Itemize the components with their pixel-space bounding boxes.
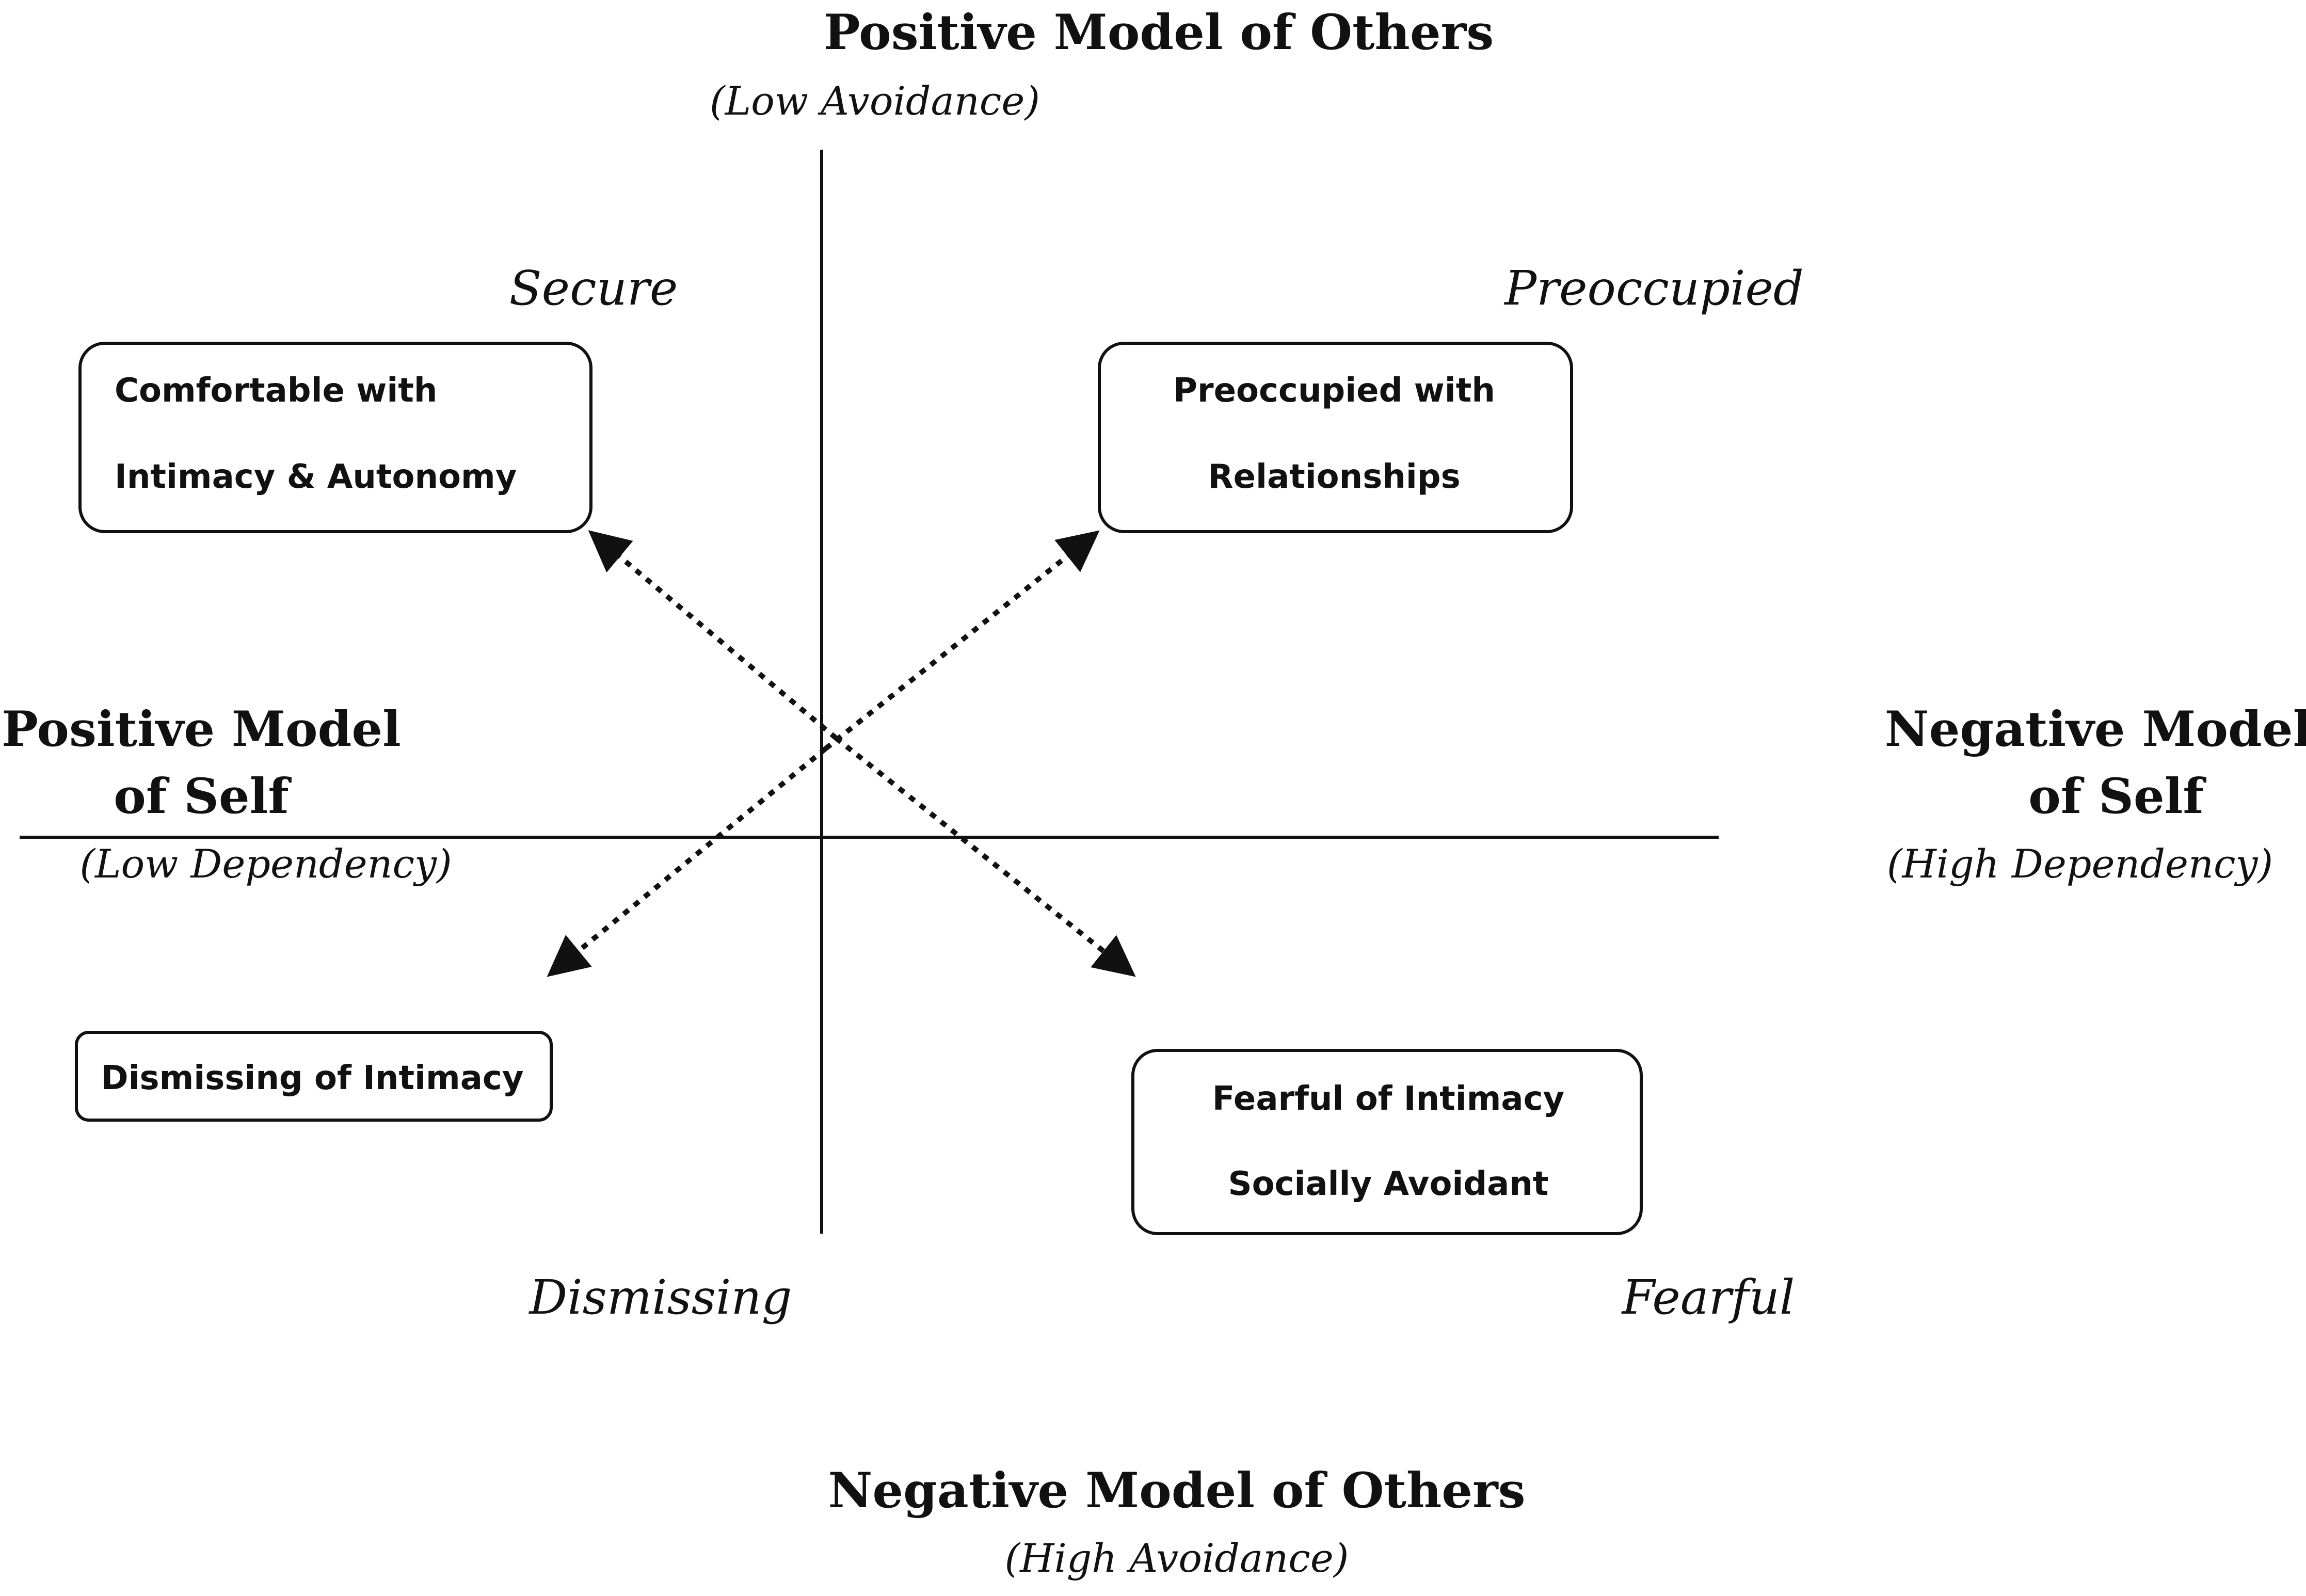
dismissing-box: Dismissing of Intimacy <box>75 1031 553 1122</box>
left-axis-subtitle: (Low Dependency) <box>79 841 452 887</box>
fearful-box-line1: Fearful of Intimacy <box>1212 1080 1564 1118</box>
left-axis-title-line2: of Self <box>114 768 292 825</box>
right-axis-subtitle: (High Dependency) <box>1887 841 2273 887</box>
preoccupied-box: Preoccupied with Relationships <box>1098 342 1573 533</box>
quadrant-label-dismissing: Dismissing <box>528 1270 792 1325</box>
arrow-fearful <box>834 736 1136 977</box>
dismissing-box-line1: Dismissing of Intimacy <box>101 1059 523 1097</box>
secure-box-line1: Comfortable with <box>115 372 437 410</box>
bottom-axis-subtitle: (High Avoidance) <box>1005 1535 1349 1581</box>
top-axis-title: Positive Model of Others <box>824 4 1494 61</box>
top-axis-subtitle: (Low Avoidance) <box>710 78 1040 124</box>
fearful-box: Fearful of Intimacy Socially Avoidant <box>1131 1049 1643 1235</box>
right-axis-title-line1: Negative Model <box>1885 701 2306 758</box>
left-axis-title-line1: Positive Model <box>2 701 401 758</box>
arrow-dismissing <box>547 746 828 977</box>
quadrant-label-preoccupied: Preoccupied <box>1503 261 1804 316</box>
arrow-preoccupied <box>824 530 1100 751</box>
preoccupied-box-line2: Relationships <box>1208 458 1460 496</box>
secure-box: Comfortable with Intimacy & Autonomy <box>78 342 592 533</box>
quadrant-label-fearful: Fearful <box>1621 1270 1795 1325</box>
preoccupied-box-line1: Preoccupied with <box>1173 372 1495 410</box>
secure-box-line2: Intimacy & Autonomy <box>115 458 517 496</box>
right-axis-title-line2: of Self <box>2028 768 2206 825</box>
quadrant-label-secure: Secure <box>509 261 678 316</box>
bottom-axis-title: Negative Model of Others <box>828 1462 1525 1519</box>
fearful-box-line2: Socially Avoidant <box>1228 1165 1548 1203</box>
arrow-secure <box>588 530 838 740</box>
